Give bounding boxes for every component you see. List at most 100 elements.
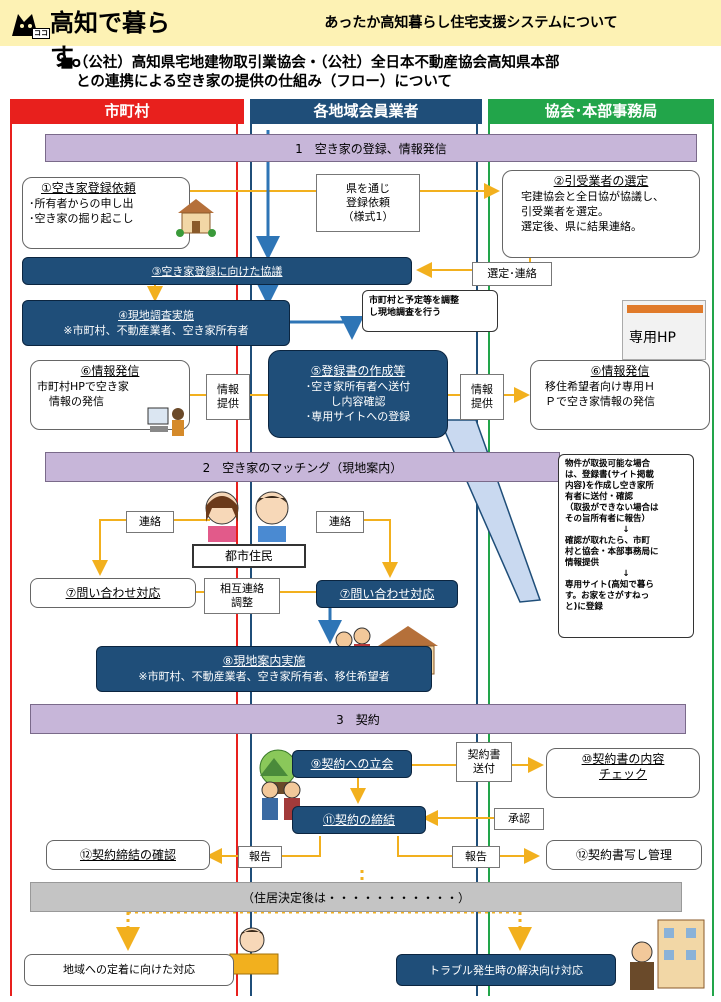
main-title-line1: ■（公社）高知県宅地建物取引業協会・（公社）全日本不動産協会高知県本部: [60, 55, 560, 71]
handshake-people-icon: [261, 781, 301, 820]
logo-text: 高知で暮らす。: [50, 9, 170, 71]
tag-via-prefecture: 県を通じ 登録依頼 （様式1）: [316, 174, 420, 232]
callout-2-line6: その旨所有者に報告）: [565, 514, 651, 524]
box-local-settlement: 地域への定着に向けた対応: [24, 954, 234, 986]
box-4-sub: ※市町村、不動産業者、空き家所有者: [63, 324, 249, 337]
callout-2-line10: 情報提供: [565, 558, 600, 568]
tag-info-right-line2: 提供: [471, 397, 493, 410]
city-residents-label: 都市住民: [192, 544, 306, 568]
column-border-green-left: [488, 124, 490, 996]
box-7a-label: ⑦問い合わせ対応: [65, 586, 161, 600]
city-residents-people-icon: [205, 491, 289, 542]
tag-select-contact: 選定･連絡: [472, 262, 552, 286]
box-2-line2: 引受業者を選定。: [521, 205, 609, 218]
box-8-title: ⑧現地案内実施: [222, 654, 306, 668]
tag-info-right-line1: 情報: [471, 383, 493, 396]
box-8-sub: ※市町村、不動産業者、空き家所有者、移住希望者: [138, 670, 390, 683]
box-8-site-tour: ⑧現地案内実施 ※市町村、不動産業者、空き家所有者、移住希望者: [96, 646, 432, 692]
box-2-line1: 宅建協会と全日協が協議し、: [521, 190, 664, 203]
tag-contact-right: 連絡: [316, 511, 364, 533]
phase-2-bar: 2 空き家のマッチング（現地案内）: [45, 452, 560, 482]
callout-2-line12: 専用サイト(高知で暮ら: [565, 580, 654, 590]
phase-1-bar: 1 空き家の登録、情報発信: [45, 134, 697, 162]
column-header-member-agents: 各地域会員業者: [250, 99, 482, 124]
tag-mutual-line2: 調整: [231, 596, 253, 609]
box-11-contract-signing: ⑪契約の締結: [292, 806, 426, 834]
callout-2-line1: 物件が取扱可能な場合: [565, 459, 651, 469]
box-7-inquiry-municipality: ⑦問い合わせ対応: [30, 578, 196, 608]
tag-contact-left: 連絡: [126, 511, 174, 533]
tag-info-left-line2: 提供: [217, 397, 239, 410]
column-border-green-right: [712, 124, 714, 996]
box-12b-label: ⑫契約書写し管理: [575, 848, 672, 862]
box-3-label: ③空き家登録に向けた協議: [151, 264, 283, 278]
box-10-line1: ⑩契約書の内容: [581, 752, 665, 766]
callout-2-line3: 内容)を作成し空き家所: [565, 481, 654, 491]
box-10-line2: チェック: [598, 767, 647, 781]
cat-logo-icon: [12, 14, 38, 36]
box-9-contract-attendance: ⑨契約への立会: [292, 750, 412, 778]
box-9-label: ⑨契約への立会: [310, 756, 394, 771]
box-2-select-agent: ②引受業者の選定 宅建協会と全日協が協議し、 引受業者を選定。 選定後、県に結果…: [502, 170, 700, 258]
computer-user-icon: [147, 407, 184, 436]
callout-2-line8: 確認が取れたら、市町: [565, 536, 651, 546]
column-header-association: 協会･本部事務局: [488, 99, 714, 124]
hp-label: 専用HP: [629, 330, 676, 346]
callout-2-line14: と)に登録: [565, 602, 603, 612]
callout-registration-notes: 物件が取扱可能な場合 は、登録書(サイト掲載 内容)を作成し空き家所 有者に送付…: [558, 454, 694, 638]
tag-contract-send: 契約書 送付: [456, 742, 512, 782]
tag-mutual-contact: 相互連絡 調整: [204, 578, 280, 614]
callout-2-line7: ↓: [622, 525, 630, 535]
main-title: ■（公社）高知県宅地建物取引業協会・（公社）全日本不動産協会高知県本部 との連携…: [60, 54, 700, 92]
callout-2-line4: 有者に送付・確認: [565, 492, 634, 502]
callout-2-line11: ↓: [622, 569, 630, 579]
column-border-red-left: [10, 124, 12, 996]
tag-info-provide-right: 情報 提供: [460, 374, 504, 420]
tag-info-provide-left: 情報 提供: [206, 374, 250, 420]
box-6a-title: ⑥情報発信: [80, 364, 140, 378]
box-1-title: ①空き家登録依頼: [41, 181, 136, 195]
box-trouble-resolution: トラブル発生時の解決向け対応: [396, 954, 616, 986]
box-1-registration-request: ①空き家登録依頼 ･所有者からの申し出 ･空き家の掘り起こし: [22, 177, 190, 249]
phase-3-bar: 3 契約: [30, 704, 686, 734]
header-title: あったか高知暮らし住宅支援システムについて: [324, 15, 618, 31]
box-1-line1: ･所有者からの申し出: [29, 197, 134, 210]
tag-approve: 承認: [494, 808, 544, 830]
local-settlement-label: 地域への定着に向けた対応: [63, 963, 195, 976]
after-decision-label: （住居決定後は・・・・・・・・・・・）: [241, 890, 470, 905]
box-12-manage-contract-copy: ⑫契約書写し管理: [546, 840, 702, 870]
callout-1-line1: 市町村と予定等を調整: [369, 296, 460, 306]
box-5-line1: ･空き家所有者へ送付: [305, 380, 411, 393]
house-icon: [176, 199, 216, 237]
box-3-registration-consultation: ③空き家登録に向けた協議: [22, 257, 412, 285]
consultant-building-icon: [630, 919, 705, 990]
callout-2-line13: す。お家をさがすねっ: [565, 591, 650, 601]
box-1-line2: ･空き家の掘り起こし: [29, 212, 134, 225]
callout-site-survey: 市町村と予定等を調整 し現地調査を行う: [362, 290, 498, 332]
callout-2-line2: は、登録書(サイト掲載: [565, 470, 654, 480]
logo: 高知で暮らす。 ココ: [8, 6, 198, 71]
box-6a-line1: 市町村HPで空き家: [37, 380, 129, 393]
box-5-title: ⑤登録書の作成等: [310, 364, 406, 378]
main-title-line2: との連携による空き家の提供の仕組み（フロー）について: [76, 74, 452, 90]
callout-1-line2: し現地調査を行う: [369, 308, 442, 318]
after-decision-bar: （住居決定後は・・・・・・・・・・・）: [30, 882, 682, 912]
box-6b-title: ⑥情報発信: [590, 364, 650, 378]
tag-info-left-line1: 情報: [217, 383, 239, 396]
box-11-label: ⑪契約の締結: [322, 812, 395, 827]
box-7b-label: ⑦問い合わせ対応: [339, 586, 435, 601]
callout-2-line9: 村と協会・本部事務局に: [565, 547, 659, 557]
box-6b-line2: Ｐで空き家情報の発信: [545, 395, 655, 408]
box-12a-label: ⑫契約締結の確認: [79, 848, 176, 862]
box-6-dedicated-hp-info: ⑥情報発信 移住希望者向け専用Ｈ Ｐで空き家情報の発信: [530, 360, 710, 430]
tag-via-prefecture-line2: 登録依頼: [346, 196, 390, 209]
box-6a-line2: 情報の発信: [49, 395, 104, 408]
box-2-line3: 選定後、県に結果連絡。: [521, 220, 642, 233]
column-border-blue-right: [476, 124, 478, 996]
tag-mutual-line1: 相互連絡: [220, 582, 264, 595]
box-5-line3: ･専用サイトへの登録: [305, 410, 411, 423]
column-header-municipality: 市町村: [10, 99, 244, 124]
hp-thumbnail-header-stripe: [627, 305, 703, 313]
tag-send-line2: 送付: [473, 762, 495, 775]
